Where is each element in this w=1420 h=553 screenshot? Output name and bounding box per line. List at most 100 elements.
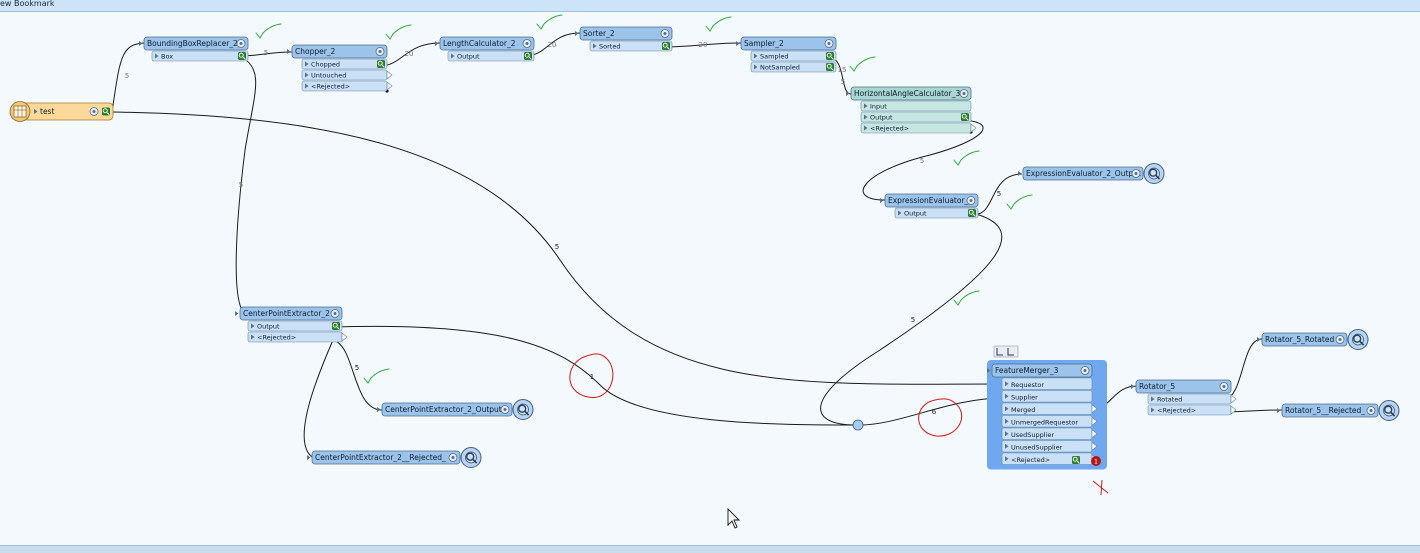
link-count-label: 5 <box>555 243 559 251</box>
magnifier-lens-icon <box>1352 334 1362 343</box>
transformer-header[interactable] <box>884 193 979 208</box>
magnifier-handle-icon <box>528 56 532 60</box>
requestor-first-icon[interactable] <box>996 348 1003 356</box>
link-junction-to-supplier[interactable] <box>859 397 1004 426</box>
output-port-arrow-icon[interactable] <box>1091 404 1098 414</box>
inspector-rotator-5-rotated[interactable]: Rotator_5_Rotated <box>1257 329 1369 350</box>
output-port-arrow-icon[interactable] <box>341 332 348 342</box>
inspector-header[interactable] <box>311 450 461 465</box>
output-port-notsampled[interactable] <box>750 61 837 73</box>
output-port-arrow-icon[interactable] <box>386 70 393 80</box>
output-port-arrow-icon[interactable] <box>970 123 977 133</box>
output-port-sorted[interactable] <box>589 40 673 52</box>
transformer-header[interactable] <box>850 86 972 101</box>
link-bbox-to-cpe[interactable] <box>235 55 257 314</box>
gear-hub-icon <box>962 92 966 95</box>
input-port-requestor[interactable] <box>1001 377 1093 390</box>
link-cpe-to-junction[interactable] <box>332 325 857 426</box>
link-count-label: 5 <box>920 157 924 165</box>
output-port-label: Merged <box>1011 406 1035 414</box>
gear-hub-icon <box>503 408 507 411</box>
transformer-header[interactable] <box>991 363 1093 378</box>
input-port-input[interactable] <box>860 100 972 112</box>
inspector-centerpointextractor-2-rejected[interactable]: CenterPointExtractor_2__Rejected_ <box>307 447 482 468</box>
output-port-arrow-icon[interactable] <box>1230 394 1237 404</box>
output-port-label: Chopped <box>311 61 340 69</box>
transformer-featuremerger-3[interactable]: FeatureMerger_3RequestorSupplierMergedUn… <box>987 345 1107 470</box>
input-port-icon <box>1277 408 1281 413</box>
link-expr-to-inspector[interactable] <box>975 173 1023 215</box>
output-port-arrow-icon[interactable] <box>1230 405 1237 415</box>
gear-hub-icon <box>827 42 831 45</box>
output-port-chopped[interactable] <box>301 58 388 70</box>
transformer-header[interactable] <box>740 36 837 51</box>
output-port-output[interactable] <box>447 50 535 62</box>
output-port-arrow-icon[interactable] <box>1091 416 1098 426</box>
reader-body[interactable] <box>18 102 114 121</box>
link-count-label: 5 <box>239 181 243 189</box>
inspector-centerpointextractor-2-output[interactable]: CenterPointExtractor_2_Output <box>377 399 534 420</box>
transformer-name: LengthCalculator_2 <box>443 39 516 48</box>
magnifier-lens-icon <box>961 113 967 119</box>
output-port-sampled[interactable] <box>750 50 837 62</box>
transformer-header[interactable] <box>239 306 343 321</box>
inspector-header[interactable] <box>1281 403 1379 418</box>
transformer-header[interactable] <box>439 36 535 51</box>
transformer-header[interactable] <box>579 26 673 41</box>
inspector-expressionevaluator-2-output[interactable]: ExpressionEvaluator_2_Output <box>1018 163 1165 184</box>
transformer-horizontalanglecalculator-3[interactable]: HorizontalAngleCalculator_3InputOutput<R… <box>846 86 977 134</box>
inspector-name: CenterPointExtractor_2_Output <box>385 405 502 414</box>
link-reader-to-requestor[interactable] <box>111 111 1004 385</box>
transformer-name: BoundingBoxReplacer_2 <box>147 39 238 48</box>
merge-toolbar-buttons[interactable] <box>993 345 1019 358</box>
inspector-name: Rotator_5__Rejected_ <box>1285 406 1365 415</box>
transformer-header[interactable] <box>291 44 388 59</box>
magnifier-handle-icon <box>1076 460 1080 464</box>
gear-hub-icon <box>969 199 973 202</box>
input-port-label: Requestor <box>1011 381 1044 389</box>
port-expand-icon <box>754 53 758 59</box>
input-port-icon <box>139 41 143 46</box>
port-expand-icon <box>1151 407 1155 413</box>
error-count-badge[interactable] <box>1091 456 1101 466</box>
inspector-header[interactable] <box>1022 166 1144 181</box>
gear-hub-icon <box>92 110 96 113</box>
junction-node[interactable] <box>852 419 864 431</box>
output-port-box[interactable] <box>151 50 249 62</box>
reader-test[interactable]: test <box>9 101 114 122</box>
port-expand-icon <box>251 323 255 329</box>
mouse-cursor-icon <box>727 507 741 529</box>
output-port-arrow-icon[interactable] <box>1091 441 1098 451</box>
output-port-arrow-icon[interactable] <box>1091 429 1098 439</box>
inspector-header[interactable] <box>1261 332 1348 347</box>
transformer-header[interactable] <box>143 36 249 51</box>
link-reader-to-bbox[interactable] <box>111 42 147 113</box>
link-cpe-to-rejected-inspector[interactable] <box>303 339 334 458</box>
output-port-output[interactable] <box>894 207 979 219</box>
inspector-header[interactable] <box>381 402 513 417</box>
supplier-first-icon[interactable] <box>1007 348 1014 356</box>
port-expand-icon <box>1005 456 1009 462</box>
transformer-header[interactable] <box>1135 379 1232 394</box>
link-expr-to-junction[interactable] <box>820 213 1003 426</box>
link-cpe-to-inspector[interactable] <box>332 339 383 411</box>
input-port-icon <box>435 41 439 46</box>
output-port-output[interactable] <box>247 320 343 332</box>
output-port-output[interactable] <box>860 111 972 123</box>
output-port-arrow-icon[interactable] <box>386 81 393 91</box>
input-port-supplier[interactable] <box>1001 390 1093 403</box>
check-mark-icon <box>953 150 980 166</box>
inspector-rotator-5-rejected[interactable]: Rotator_5__Rejected_ <box>1277 400 1400 421</box>
merge-toolbar[interactable] <box>993 345 1019 358</box>
output-port-label: Output <box>870 114 893 122</box>
link-hac-to-expr[interactable] <box>862 119 984 201</box>
